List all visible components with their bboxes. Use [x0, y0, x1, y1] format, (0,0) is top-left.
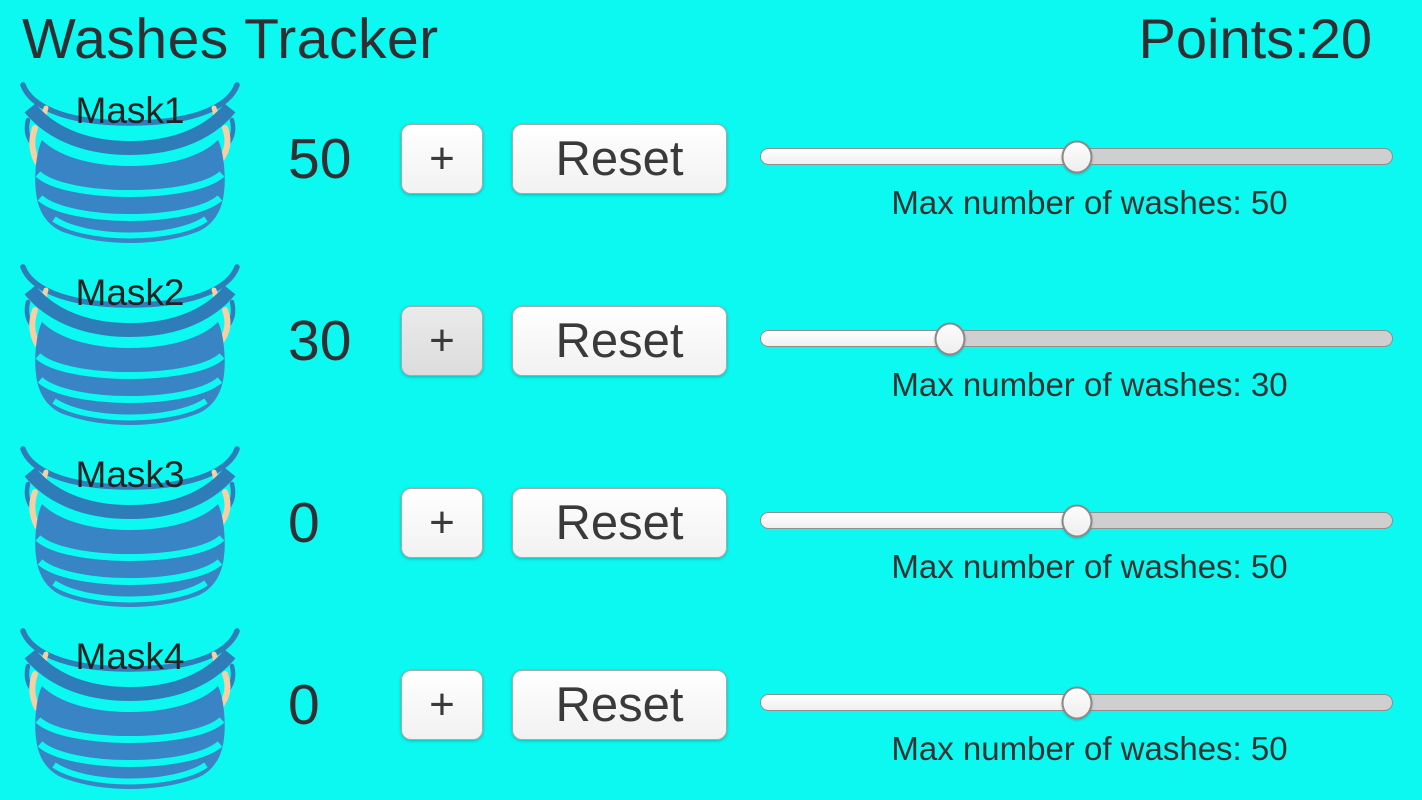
- max-washes-slider[interactable]: [760, 504, 1393, 537]
- max-washes-slider[interactable]: [760, 140, 1393, 173]
- max-washes-label: Max number of washes: 30: [891, 366, 1288, 403]
- slider-fill: [761, 695, 1077, 710]
- slider-thumb[interactable]: [934, 322, 966, 355]
- max-washes-label: Max number of washes: 50: [891, 730, 1288, 767]
- slider-thumb[interactable]: [1061, 140, 1092, 173]
- wash-count-value: 50: [288, 127, 352, 191]
- mask-name-label: Mask1: [75, 90, 185, 131]
- slider-thumb[interactable]: [1061, 686, 1092, 719]
- max-washes-slider[interactable]: [760, 686, 1393, 719]
- mask-name-label: Mask2: [75, 272, 185, 313]
- increment-wash-button[interactable]: +: [401, 670, 483, 740]
- increment-wash-button[interactable]: +: [401, 124, 483, 194]
- slider-fill: [761, 513, 1077, 528]
- wash-count-value: 0: [288, 673, 320, 737]
- mask-row: Mask3 0 + Reset Max number of washes: 50: [0, 446, 1422, 628]
- reset-button[interactable]: Reset: [512, 670, 727, 740]
- max-washes-label: Max number of washes: 50: [891, 548, 1288, 585]
- reset-button[interactable]: Reset: [512, 488, 727, 558]
- slider-thumb[interactable]: [1061, 504, 1092, 537]
- wash-count-value: 0: [288, 491, 320, 555]
- reset-button[interactable]: Reset: [512, 124, 727, 194]
- points-display: Points:20: [1139, 6, 1373, 71]
- reset-button[interactable]: Reset: [512, 306, 727, 376]
- page-title: Washes Tracker: [22, 7, 439, 71]
- slider-fill: [761, 149, 1077, 164]
- mask-row: Mask4 0 + Reset Max number of washes: 50: [0, 628, 1422, 800]
- points-value: 20: [1309, 7, 1372, 70]
- mask-name-label: Mask3: [75, 454, 185, 495]
- max-washes-label: Max number of washes: 50: [891, 184, 1288, 221]
- increment-wash-button[interactable]: +: [401, 488, 483, 558]
- slider-track[interactable]: [760, 330, 1393, 347]
- mask-name-label: Mask4: [75, 636, 185, 677]
- max-washes-slider[interactable]: [760, 322, 1393, 355]
- slider-fill: [761, 331, 951, 346]
- increment-wash-button[interactable]: +: [401, 306, 483, 376]
- mask-row: Mask1 50 + Reset Max number of washes: 5…: [0, 82, 1422, 264]
- mask-row: Mask2 30 + Reset Max number of washes: 3…: [0, 264, 1422, 446]
- points-label: Points:: [1138, 7, 1310, 70]
- wash-count-value: 30: [288, 309, 352, 373]
